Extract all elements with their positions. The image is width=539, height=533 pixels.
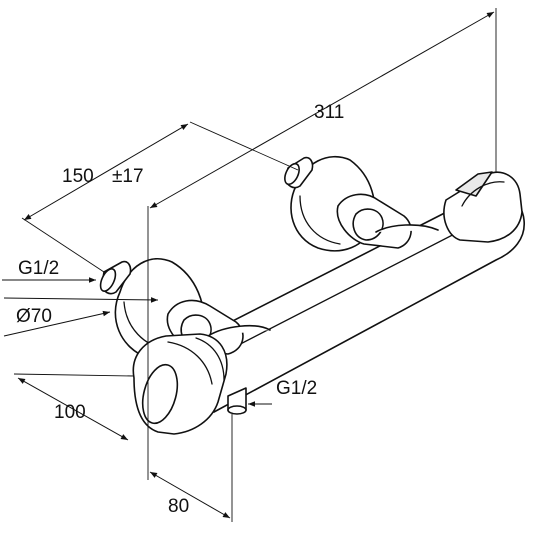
flow-handle [132, 333, 228, 435]
label-150: 150 [62, 166, 94, 187]
dimension-311 [147, 8, 497, 480]
temperature-handle [443, 171, 523, 243]
label-100: 100 [54, 402, 86, 423]
label-diameter-70: Ø70 [16, 306, 52, 327]
leader-diameter-70 [3, 297, 159, 337]
dimension-80 [149, 414, 233, 522]
label-80: 80 [168, 496, 189, 517]
label-tolerance: ±17 [112, 166, 144, 187]
left-inlet-stub [99, 260, 132, 295]
label-outlet-thread: G1/2 [276, 378, 317, 399]
label-inlet-thread-left: G1/2 [18, 258, 59, 279]
bottom-outlet [227, 387, 247, 415]
dimension-100 [13, 373, 135, 441]
dimension-150 [21, 121, 299, 273]
label-311: 311 [314, 102, 344, 123]
